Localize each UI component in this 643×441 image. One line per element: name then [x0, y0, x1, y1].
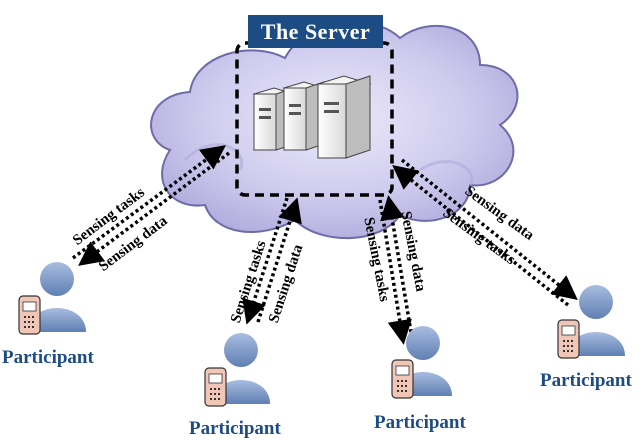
link-arrows [71, 145, 578, 345]
participant-label-center-right: Participant [374, 412, 466, 433]
phone-icon [391, 359, 414, 399]
participant-figure-center-right [391, 326, 452, 399]
person-icon [40, 262, 74, 296]
arrow-cr-data [380, 195, 414, 339]
arrow-right-tasks [400, 158, 578, 301]
server-title: The Server [248, 15, 383, 48]
phone-icon [18, 295, 41, 335]
arrow-right-data [392, 164, 570, 307]
participant-figure-right [557, 285, 625, 359]
participant-label-center-left: Participant [189, 418, 281, 439]
phone-icon [204, 367, 227, 407]
participant-label-left: Participant [2, 347, 94, 368]
arrow-left-data [78, 151, 231, 266]
arrow-left-tasks [71, 145, 226, 260]
person-icon [224, 333, 258, 367]
participant-figure-left [18, 262, 86, 335]
participant-figure-center-left [204, 333, 270, 407]
participant-label-right: Participant [540, 370, 632, 391]
phone-icon [557, 319, 580, 359]
arrow-cl-data [256, 197, 302, 323]
server-rack-icon [252, 75, 372, 159]
person-icon [406, 326, 440, 360]
person-icon [579, 285, 613, 319]
